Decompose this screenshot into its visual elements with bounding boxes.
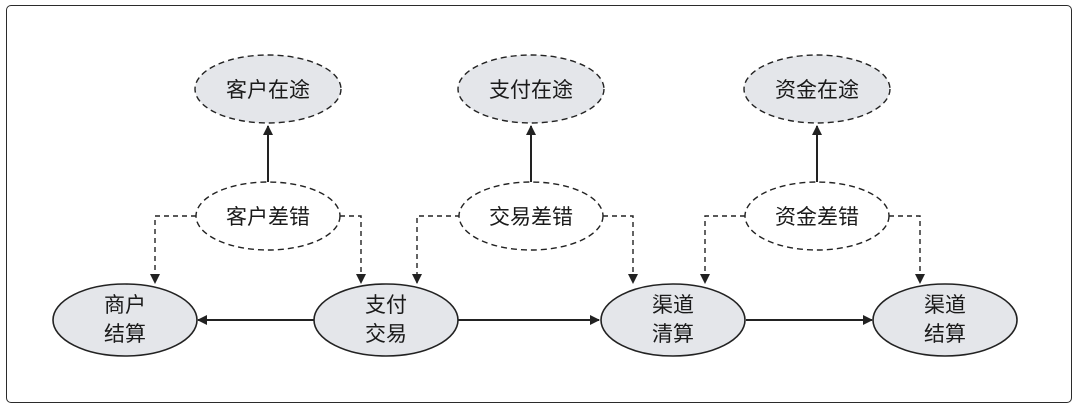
node-customer-discrepancy: 客户差错	[195, 181, 341, 251]
edge-transaction-discrepancy-to-payment	[412, 215, 460, 284]
node-label-line2: 交易	[365, 322, 407, 346]
edge-customer-discrepancy-to-merchant	[150, 215, 196, 284]
node-label: 客户在途	[226, 78, 310, 102]
node-merchant-settlement: 商户 结算	[52, 283, 198, 357]
node-label-line1: 渠道	[652, 293, 694, 317]
node-label-line1: 渠道	[924, 293, 966, 317]
node-label: 支付在途	[489, 78, 573, 102]
node-channel-clearing: 渠道 清算	[600, 283, 746, 357]
node-label-line1: 商户	[104, 293, 146, 317]
node-payment-transaction: 支付 交易	[313, 283, 459, 357]
diagram-frame	[6, 5, 1072, 403]
edge-funds-discrepancy-to-clearing	[700, 215, 745, 284]
node-transaction-discrepancy: 交易差错	[458, 181, 604, 251]
node-label-line2: 结算	[104, 322, 146, 346]
edge-funds-discrepancy-to-settlement	[889, 215, 925, 284]
edge-customer-discrepancy-to-payment	[340, 215, 366, 284]
node-funds-in-transit: 资金在途	[743, 54, 891, 124]
node-payment-in-transit: 支付在途	[457, 54, 605, 124]
node-customer-in-transit: 客户在途	[194, 54, 342, 124]
node-label: 客户差错	[226, 205, 310, 229]
node-channel-settlement: 渠道 结算	[872, 283, 1018, 357]
node-label-line2: 清算	[652, 322, 694, 346]
node-label: 资金差错	[775, 205, 859, 229]
edge-transaction-discrepancy-to-clearing	[603, 215, 638, 284]
node-funds-discrepancy: 资金差错	[744, 181, 890, 251]
node-label: 资金在途	[775, 78, 859, 102]
node-label-line2: 结算	[924, 322, 966, 346]
node-label-line1: 支付	[365, 293, 407, 317]
node-label: 交易差错	[489, 205, 573, 229]
